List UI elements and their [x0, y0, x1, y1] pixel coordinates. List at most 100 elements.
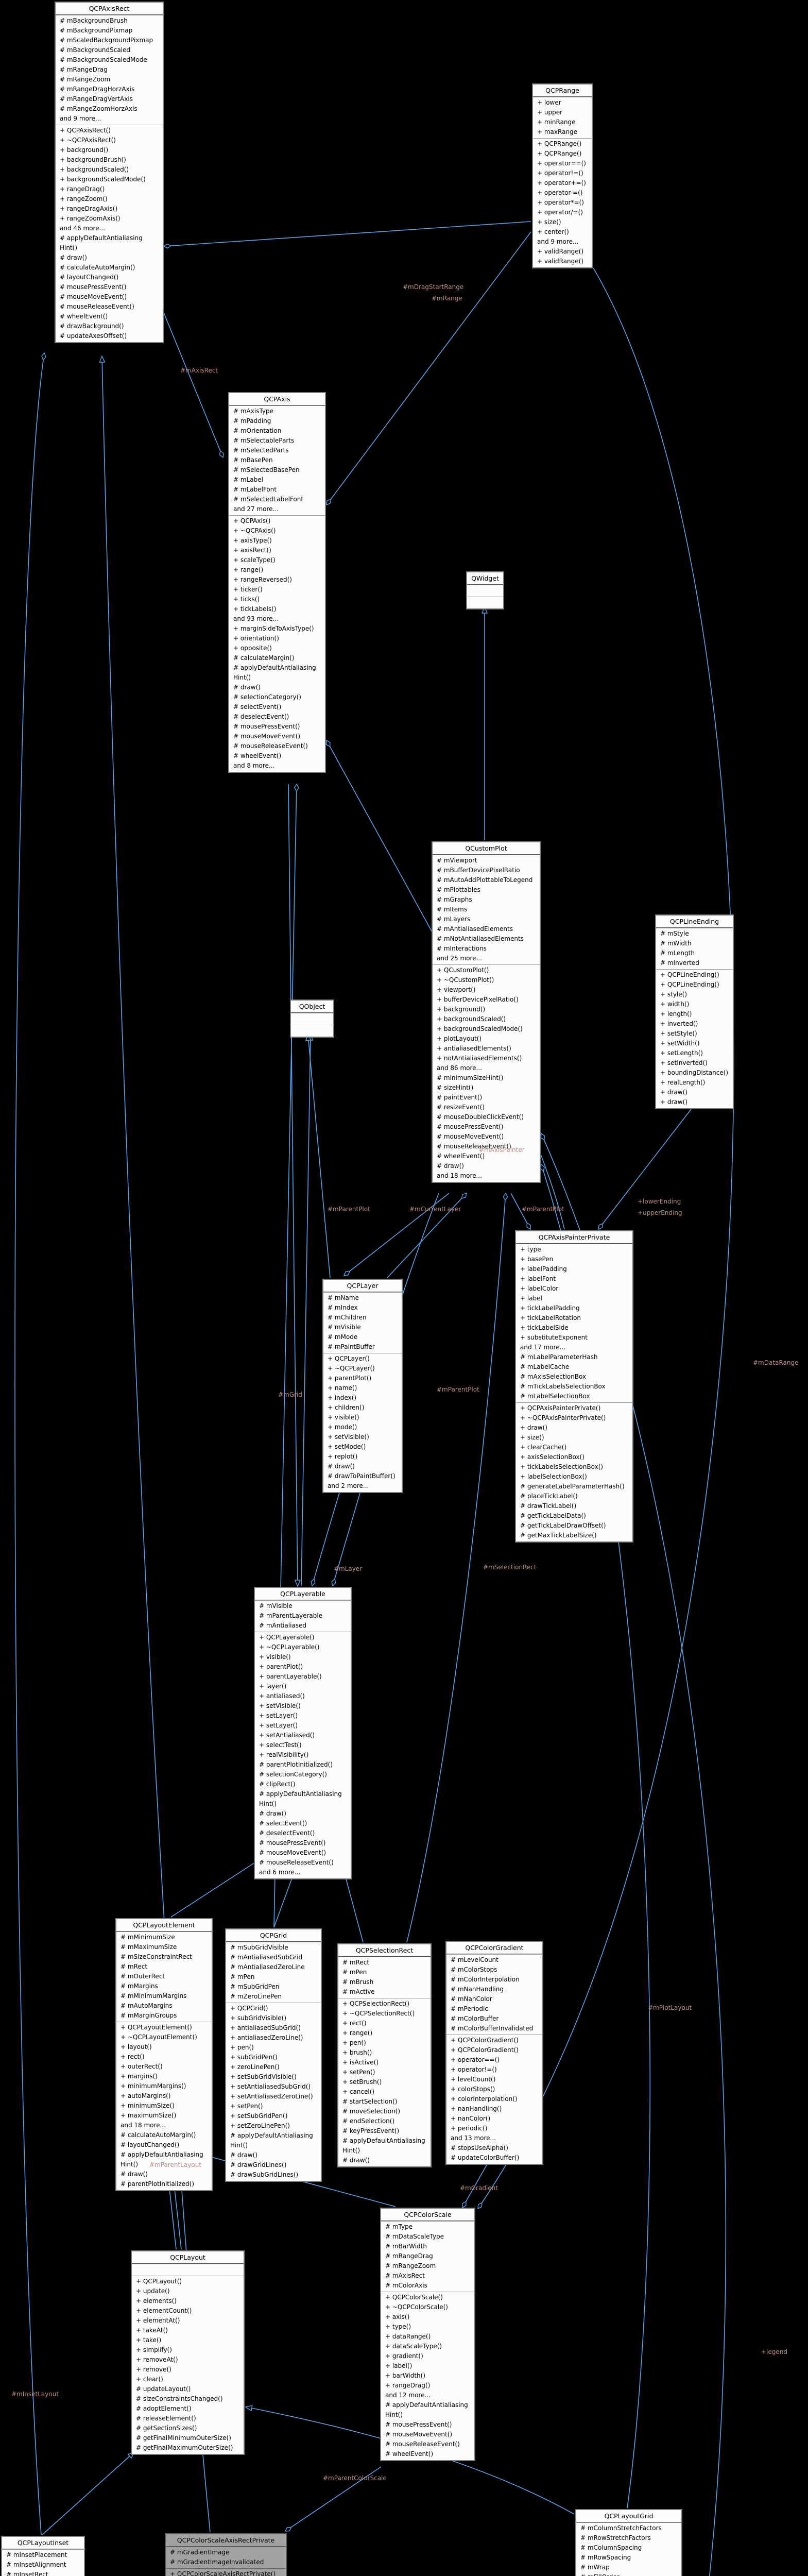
member-row: # draw() [342, 2157, 370, 2164]
member-row: # applyDefaultAntialiasing Hint() [385, 2401, 468, 2418]
member-row: + ~QCPSelectionRect() [342, 2010, 415, 2017]
member-row: + antialiased() [259, 1692, 305, 1700]
class-title: QCPSelectionRect [338, 1944, 431, 1957]
member-row: + setBrush() [342, 2078, 382, 2086]
attributes-section: # mInsetPlacement# mInsetAlignment# mIns… [2, 2549, 84, 2576]
class-title: QCPColorScale [381, 2209, 474, 2221]
edge-label-mSelectionRect: #mSelectionRect [483, 1564, 537, 1571]
member-row: + background() [60, 146, 109, 154]
member-row: # mPlottables [437, 886, 480, 893]
edge-label-upperEnding: +upperEnding [638, 1209, 682, 1216]
member-row: + ticker() [233, 586, 263, 593]
member-row: + mode() [328, 1423, 357, 1431]
member-row: and 25 more... [437, 955, 483, 962]
class-title: QCPRange [533, 84, 592, 97]
member-row: # selectionCategory() [259, 1771, 327, 1778]
member-row: + labelPadding [520, 1265, 567, 1273]
class-node-QCPLayer: QCPLayer# mName# mIndex# mChildren# mVis… [322, 1279, 403, 1493]
member-row: # draw() [60, 254, 87, 261]
member-row: # mLength [660, 950, 695, 957]
member-row: + ~QCustomPlot() [437, 976, 494, 984]
member-row: + tickLabelSide [520, 1324, 569, 1331]
class-title: QCPLineEnding [656, 916, 733, 928]
member-row: + setWidth() [660, 1040, 700, 1047]
member-row: # mIndex [328, 1304, 358, 1311]
member-row: + levelCount() [451, 2076, 496, 2083]
member-row: + draw() [660, 1089, 687, 1096]
member-row: # draw() [121, 2171, 148, 2178]
member-row: + pen() [342, 2039, 366, 2046]
member-row: # startSelection() [342, 2098, 398, 2105]
member-row: + style() [660, 991, 687, 998]
member-row: and 17 more... [520, 1344, 566, 1351]
methods-section: + QCustomPlot()+ ~QCustomPlot()+ viewpor… [433, 964, 540, 1182]
member-row: + setInverted() [660, 1059, 708, 1066]
edge-label-mParentPlot: #mParentPlot [522, 1206, 564, 1213]
member-row: # mVisible [328, 1324, 361, 1331]
member-row: # mouseReleaseEvent() [259, 1859, 334, 1866]
member-row: # keyPressEvent() [342, 2127, 400, 2134]
member-row: + QCPLayer() [328, 1355, 370, 1362]
class-node-QCPLayoutElement: QCPLayoutElement# mMinimumSize# mMaximum… [115, 1918, 213, 2191]
member-row: # mRangeZoomHorzAxis [60, 105, 137, 112]
member-row: + operator==() [451, 2056, 500, 2063]
member-row: # mouseReleaseEvent() [60, 303, 134, 310]
member-row: + isActive() [342, 2059, 379, 2066]
member-row: + operator!=() [537, 170, 583, 177]
member-row: + backgroundScaled() [437, 1015, 506, 1023]
member-row: # layoutChanged() [60, 274, 119, 281]
member-row: + QCPColorGradient() [451, 2046, 519, 2054]
member-row: + QCPAxisPainterPrivate() [520, 1404, 601, 1412]
member-row: # mLabel [233, 476, 263, 483]
member-row: + selectTest() [259, 1741, 302, 1749]
class-node-QCPColorScale: QCPColorScale# mType# mDataScaleType# mB… [380, 2208, 475, 2461]
member-row: # calculateMargin() [233, 654, 295, 662]
member-row: + realLength() [660, 1079, 706, 1086]
member-row: + QCPRange() [537, 150, 582, 157]
member-row: and 12 more... [385, 2392, 431, 2399]
member-row: # getTickLabelDrawOffset() [520, 1522, 606, 1529]
member-row: + take() [136, 2336, 162, 2344]
member-row: + rangeZoom() [60, 195, 108, 202]
attributes-section [132, 2264, 244, 2276]
member-row: # mChildren [328, 1314, 367, 1321]
member-row: # mInverted [660, 959, 699, 967]
member-row: # draw() [437, 1162, 464, 1170]
member-row: + ~QCPColorScale() [385, 2303, 448, 2311]
member-row: and 93 more... [233, 615, 279, 622]
member-row: # mouseMoveEvent() [385, 2431, 453, 2438]
methods-section: + QCPLayerable()+ ~QCPLayerable()+ visib… [255, 1632, 351, 1878]
member-row: + antialiasedZeroLine() [230, 2034, 303, 2041]
member-row: + subGridPen() [230, 2054, 278, 2061]
member-row: + ~QCPLayer() [328, 1365, 375, 1372]
edge-label-lowerEnding: +lowerEnding [638, 1198, 681, 1205]
member-row: + minimumSize() [121, 2102, 175, 2109]
member-row: + outerRect() [121, 2063, 163, 2070]
member-row: # mFillOrder [576, 2572, 681, 2576]
member-row: + tickLabelPadding [520, 1304, 580, 1312]
member-row: + setSubGridPen() [230, 2112, 288, 2120]
member-row: # mousePressEvent() [385, 2421, 452, 2428]
edge-label-mPlotLayout: #mPlotLayout [648, 2004, 692, 2011]
member-row: # mNotAntialiasedElements [437, 935, 524, 942]
class-node-QCPAxisRect: QCPAxisRect# mBackgroundBrush# mBackgrou… [55, 2, 164, 343]
edge-label-mAxisRect: #mAxisRect [180, 367, 218, 374]
member-row: + visible() [328, 1414, 359, 1421]
member-row: + opposite() [233, 645, 272, 652]
class-title: QCPLayout [132, 2251, 244, 2264]
member-row: + elementCount() [136, 2307, 192, 2314]
attributes-section: # mColumnStretchFactors# mRowStretchFact… [576, 2522, 681, 2576]
methods-section: + QCPLayer()+ ~QCPLayer()+ parentPlot()+… [323, 1353, 402, 1492]
class-node-QCustomPlot: QCustomPlot# mViewport# mBufferDevicePix… [432, 841, 541, 1183]
edge-label-mInsetLayout: #mInsetLayout [11, 2391, 59, 2398]
member-row: # mBarWidth [385, 2243, 427, 2250]
class-node-QCPGrid: QCPGrid# mSubGridVisible# mAntialiasedSu… [225, 1928, 322, 2182]
member-row: # mRect [121, 1963, 148, 1970]
class-title: QCPLayerable [255, 1588, 351, 1600]
attributes-section: # mStyle# mWidth# mLength# mInverted [656, 928, 733, 969]
member-row: # mRangeZoom [385, 2262, 436, 2269]
methods-section: + QCPLineEnding()+ QCPLineEnding()+ styl… [656, 969, 733, 1108]
member-row: + operator+=() [537, 179, 586, 187]
member-row: # parentPlotInitialized() [121, 2180, 195, 2188]
member-row: + rect() [342, 2020, 367, 2027]
